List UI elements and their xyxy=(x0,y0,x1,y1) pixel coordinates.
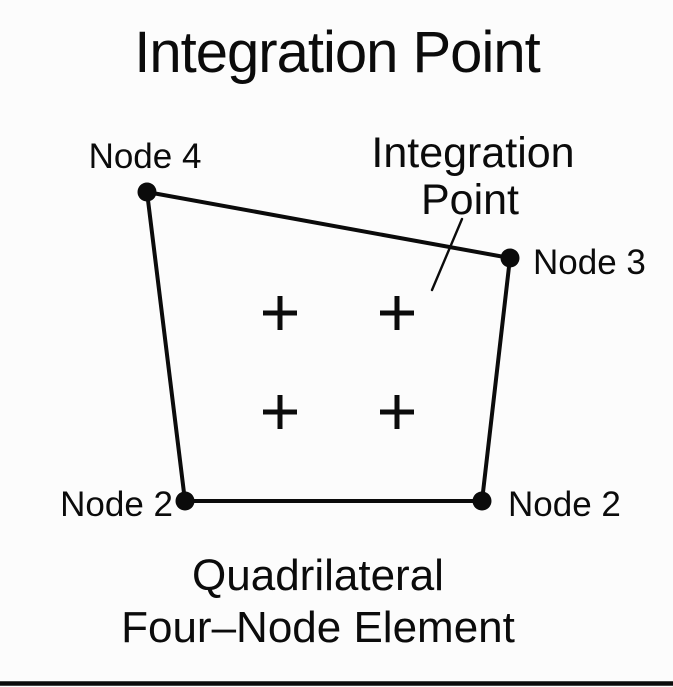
node-label-top-left: Node 4 xyxy=(89,137,202,176)
integration-point-annotation-line2: Point xyxy=(421,176,519,224)
integration-point-marker-1 xyxy=(263,296,297,330)
caption-line1: Quadrilateral xyxy=(192,551,444,600)
node-dot-top-left xyxy=(137,182,157,202)
node-dot-bottom-right xyxy=(472,491,492,511)
integration-point-annotation-line1: Integration xyxy=(371,129,574,177)
element-outline xyxy=(145,190,512,503)
integration-point-marker-2 xyxy=(380,296,414,330)
node-label-bottom-left: Node 2 xyxy=(60,485,173,524)
diagram-title: Integration Point xyxy=(134,20,540,85)
annotation-leader-line xyxy=(430,217,464,292)
caption-line2: Four–Node Element xyxy=(121,603,515,652)
node-label-top-right: Node 3 xyxy=(533,243,646,282)
node-dot-top-right xyxy=(500,248,520,268)
integration-point-marker-3 xyxy=(263,395,297,429)
node-dot-bottom-left xyxy=(175,491,195,511)
node-label-bottom-right: Node 2 xyxy=(508,485,621,524)
integration-point-marker-4 xyxy=(380,395,414,429)
